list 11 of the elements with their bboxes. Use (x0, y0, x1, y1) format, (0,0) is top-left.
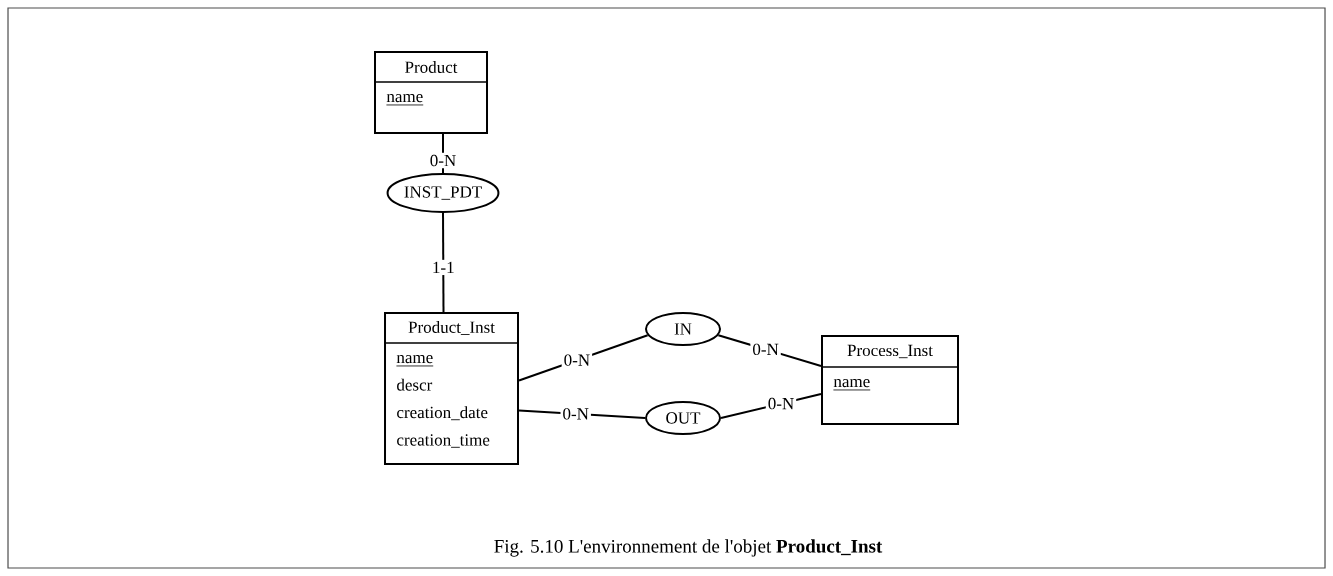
entity-box: Product name (374, 51, 488, 134)
cardinality-label: 1-1 (429, 259, 457, 276)
entity-box: Process_Inst name (821, 335, 959, 425)
entity-box: Product_Inst name descr creation_date creation_time (384, 312, 519, 465)
figure-caption: Fig. 5.10 L'environnement de l'objet Product_Inst (494, 539, 883, 557)
cardinality-label: 0-N (561, 352, 593, 368)
connector-line (442, 212, 445, 313)
cardinality-label: 0-N (560, 406, 591, 422)
cardinality-label: 0-N (750, 341, 781, 358)
cardinality-label: 0-N (765, 395, 797, 412)
cardinality-label: 0-N (427, 152, 459, 169)
